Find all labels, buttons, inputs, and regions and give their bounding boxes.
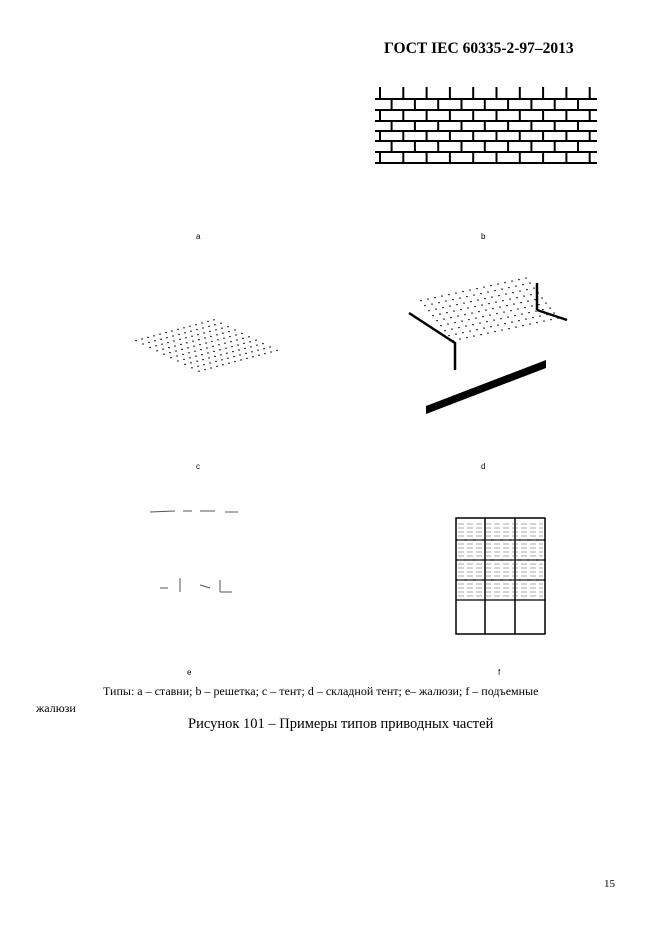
figure-c-awning	[135, 319, 278, 372]
figure-e-blinds	[149, 510, 238, 593]
figure-d-folding-awning	[408, 277, 568, 414]
figure-label-f: f	[498, 668, 501, 677]
figure-f-roller-shutter	[455, 517, 546, 635]
figure-label-e: e	[187, 668, 192, 677]
figure-legend-continued: жалюзи	[36, 701, 76, 715]
figure-label-b: b	[481, 232, 486, 241]
figure-label-d: d	[481, 462, 486, 471]
page-number: 15	[604, 878, 615, 890]
figure-legend: Типы: a – ставни; b – решетка; c – тент;…	[103, 684, 539, 698]
figure-b-grille	[375, 87, 597, 164]
figure-caption: Рисунок 101 – Примеры типов приводных ча…	[188, 716, 494, 732]
figure-label-a: a	[196, 232, 201, 241]
figure-label-c: c	[196, 462, 200, 471]
document-header: ГОСТ IEC 60335-2-97–2013	[384, 40, 574, 57]
